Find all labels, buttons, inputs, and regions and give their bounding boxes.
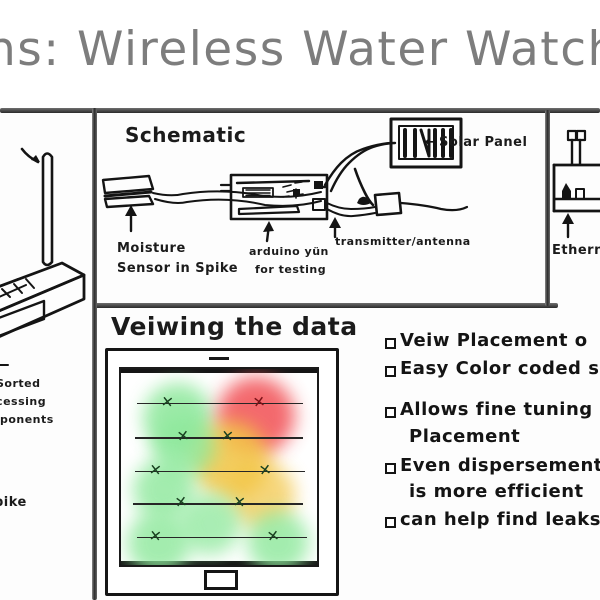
list-item: Veiw Placement o: [385, 330, 600, 357]
bullet-square-icon: [385, 338, 396, 349]
sensor-x-mark: ✕: [232, 492, 247, 512]
annotation-transmitter: transmitter/antenna: [335, 235, 471, 248]
title-bar: ns: Wireless Water Watche: [0, 0, 600, 108]
sensor-x-mark: ✕: [148, 526, 163, 546]
page-title: ns: Wireless Water Watche: [0, 22, 600, 77]
panel-viewing-data: Veiwing the data ✕✕✕✕✕✕✕✕✕✕ Veiw Placeme…: [97, 308, 600, 600]
left-caption-line1: Sorted: [0, 377, 41, 390]
panel-right-cropped: Ethern: [550, 113, 600, 306]
bullet-continuation: is more efficient: [409, 481, 584, 502]
sensor-x-mark: ✕: [265, 526, 281, 546]
divider-horizontal-mid: [92, 303, 558, 308]
bullet-text: Easy Color coded sc: [400, 358, 600, 379]
schematic-drawing: [101, 117, 469, 243]
benefits-bullet-list: Veiw Placement o Easy Color coded sc All…: [385, 330, 600, 538]
panel-left-cropped: Sorted ocessing mponents pike a: [0, 113, 92, 600]
tablet-screen[interactable]: ✕✕✕✕✕✕✕✕✕✕: [119, 367, 319, 567]
annotation-arduino-line2: for testing: [255, 263, 327, 276]
divider-vertical-left: [92, 108, 97, 600]
list-item: can help find leaks: [385, 509, 600, 536]
annotation-moisture-line2: Sensor in Spike: [117, 261, 239, 276]
annotation-moisture-line1: Moisture: [117, 241, 186, 256]
list-item: Even dispersement is more efficient: [385, 455, 600, 507]
heatmap-visualization: ✕✕✕✕✕✕✕✕✕✕: [121, 375, 317, 565]
bullet-square-icon: [385, 407, 396, 418]
screen-bar-top: [121, 369, 317, 373]
heat-row-line: [135, 471, 305, 472]
home-button[interactable]: [204, 570, 238, 590]
right-panel-sketch: [552, 129, 600, 239]
bullet-text: can help find leaks: [400, 509, 600, 530]
left-caption-lower: pike: [0, 495, 27, 510]
heat-row-line: [133, 503, 303, 505]
bullet-text: Even dispersement: [400, 455, 600, 476]
heat-row-line: [135, 437, 303, 439]
heat-row-line: [137, 537, 307, 538]
divider-horizontal-top: [0, 108, 600, 113]
bullet-text: Veiw Placement o: [400, 330, 588, 351]
divider-vertical-right: [545, 110, 550, 306]
speaker-slit-icon: [209, 357, 229, 360]
sensor-x-mark: ✕: [160, 392, 175, 412]
annotation-solar-arrow: ←: [425, 135, 437, 150]
list-item: Easy Color coded sc: [385, 358, 600, 385]
bullet-square-icon: [385, 517, 396, 528]
bullet-text: Allows fine tuning o: [400, 399, 600, 420]
bullet-square-icon: [385, 463, 396, 474]
heat-blob: [127, 511, 191, 565]
heat-blob: [247, 511, 309, 565]
annotation-arduino-line1: arduino yün: [249, 245, 329, 258]
left-caption-line3: mponents: [0, 413, 54, 426]
bullet-continuation: Placement: [409, 426, 521, 447]
sensor-x-mark: ✕: [257, 460, 273, 480]
list-item: Allows fine tuning o Placement: [385, 399, 600, 453]
panel-schematic: Schematic: [97, 113, 545, 303]
annotation-solar-panel: Solar Panel: [439, 135, 528, 150]
sensor-x-mark: ✕: [251, 392, 267, 412]
sensor-x-mark: ✕: [220, 426, 235, 446]
right-caption: Ethern: [552, 243, 600, 258]
heat-row-line: [137, 403, 303, 404]
left-panel-sketch: [0, 147, 86, 366]
sensor-x-mark: ✕: [148, 460, 163, 480]
screen-bar-bottom: [121, 561, 317, 565]
schematic-heading: Schematic: [125, 123, 247, 147]
bullet-square-icon: [385, 366, 396, 377]
sensor-x-mark: ✕: [175, 426, 191, 446]
left-caption-line2: ocessing: [0, 395, 47, 408]
data-heading: Veiwing the data: [111, 312, 358, 341]
tablet-device[interactable]: ✕✕✕✕✕✕✕✕✕✕: [105, 348, 339, 596]
sensor-x-mark: ✕: [173, 492, 189, 512]
